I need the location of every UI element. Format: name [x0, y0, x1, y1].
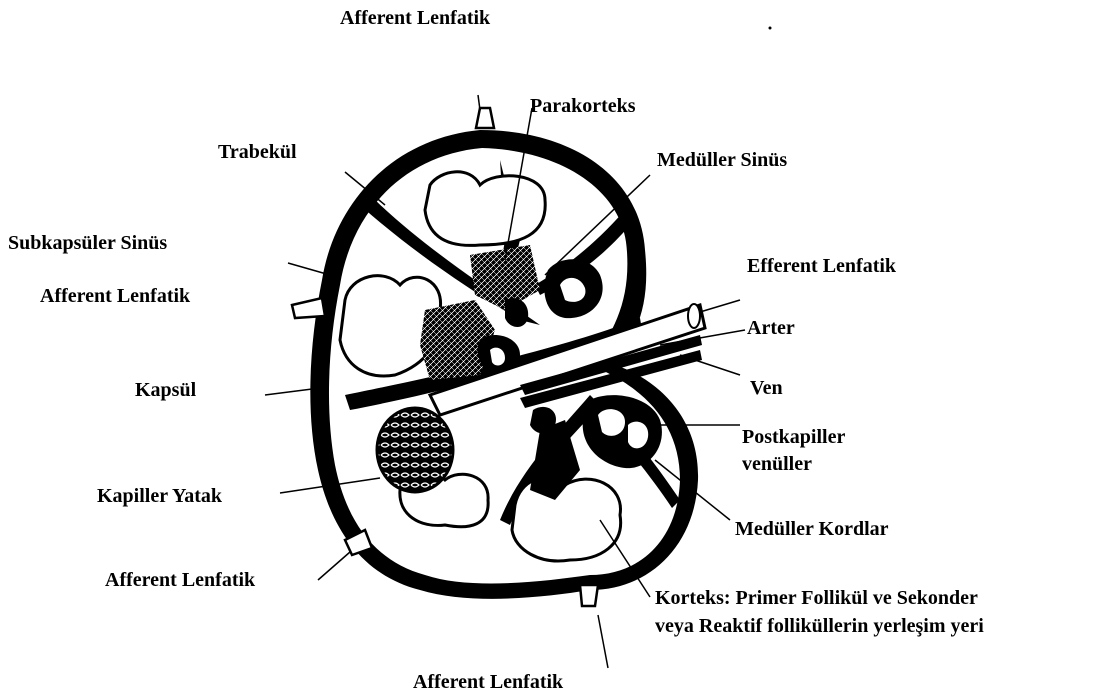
label-efferent: Efferent Lenfatik [747, 255, 897, 277]
label-parakorteks: Parakorteks [530, 95, 636, 117]
label-arter: Arter [747, 317, 795, 339]
label-afferent-top: Afferent Lenfatik [340, 7, 491, 29]
label-kapiller-yatak: Kapiller Yatak [97, 485, 223, 507]
label-afferent-bottom: Afferent Lenfatik [413, 671, 564, 693]
label-subkapsuler-sinus: Subkapsüler Sinüs [8, 232, 167, 254]
label-trabekul: Trabekül [218, 141, 297, 163]
stray-dot [769, 27, 772, 30]
label-postkapiller-2: venüller [742, 453, 812, 475]
label-afferent-bottom-left: Afferent Lenfatik [105, 569, 256, 591]
label-korteks-2: veya Reaktif folliküllerin yerleşim yeri [655, 615, 984, 637]
label-meduller-kordlar: Medüller Kordlar [735, 518, 889, 540]
label-meduller-sinus: Medüller Sinüs [657, 149, 787, 171]
label-ven: Ven [750, 377, 783, 399]
capillary-bed [377, 408, 453, 492]
label-afferent-left: Afferent Lenfatik [40, 285, 191, 307]
label-korteks-1: Korteks: Primer Follikül ve Sekonder [655, 587, 978, 609]
label-postkapiller-1: Postkapiller [742, 426, 845, 448]
label-kapsul: Kapsül [135, 379, 197, 401]
